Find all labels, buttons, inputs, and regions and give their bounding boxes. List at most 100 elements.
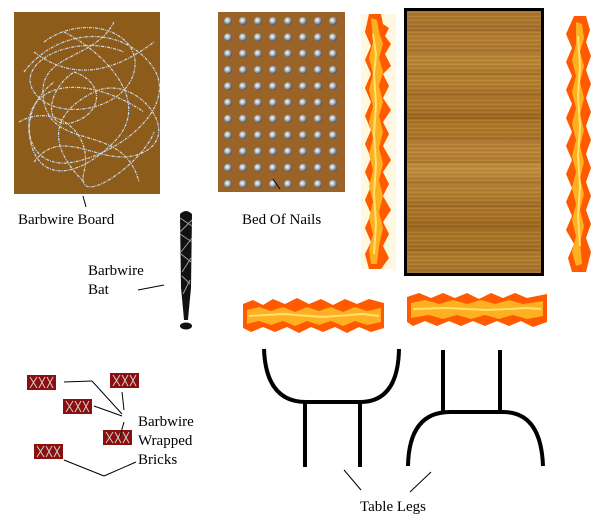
nail [284, 49, 292, 58]
nail [254, 147, 262, 156]
nail [254, 65, 262, 74]
nail [314, 82, 322, 91]
nail [299, 163, 307, 172]
nail [314, 131, 322, 140]
nail [269, 98, 277, 107]
nail [284, 180, 292, 188]
nail [239, 17, 247, 25]
nail [314, 65, 322, 74]
nail [239, 163, 247, 172]
nail [254, 114, 262, 123]
nail [224, 49, 232, 58]
nail [329, 49, 337, 58]
nail [314, 180, 322, 188]
nail [224, 65, 232, 74]
nail [224, 17, 232, 25]
nail [269, 147, 277, 156]
nail [269, 114, 277, 123]
table-legs-label: Table Legs [360, 499, 427, 515]
nail [269, 17, 277, 25]
nail [254, 17, 262, 25]
nail [329, 147, 337, 156]
nail [329, 17, 337, 25]
nail [329, 65, 337, 74]
nail [314, 114, 322, 123]
nail [329, 131, 337, 140]
nail [299, 147, 307, 156]
table-leg-left-curve [262, 348, 401, 404]
bricks-label-line3: Bricks [138, 452, 178, 468]
nail [299, 180, 307, 188]
nail [269, 65, 277, 74]
fire-strip-bottom-left [243, 296, 384, 335]
brick-sprite-2 [110, 373, 139, 388]
nail [329, 33, 337, 42]
nail [299, 98, 307, 107]
fire-strip-left [361, 14, 396, 269]
fire-strip-right [560, 16, 595, 272]
nail [254, 131, 262, 140]
barbwire-board-sprite [14, 12, 160, 194]
nail [299, 82, 307, 91]
nail [329, 163, 337, 172]
nail [299, 131, 307, 140]
nail [299, 17, 307, 25]
nail [284, 131, 292, 140]
nail [314, 33, 322, 42]
nail [254, 49, 262, 58]
nail [269, 131, 277, 140]
barbwire-bat-label-line1: Barbwire [88, 263, 144, 279]
nail [254, 33, 262, 42]
table-leg-right-curve [406, 410, 545, 467]
nail [329, 82, 337, 91]
nail [224, 114, 232, 123]
nail [239, 180, 247, 188]
nail [284, 82, 292, 91]
fire-strip-bottom-right [407, 291, 547, 329]
nail [239, 49, 247, 58]
nail [314, 49, 322, 58]
nail [239, 65, 247, 74]
bed-of-nails-sprite [218, 12, 345, 192]
nail [239, 131, 247, 140]
nail [224, 163, 232, 172]
bricks-label-line2: Wrapped [138, 433, 193, 449]
nail [299, 65, 307, 74]
barbwire-bat-sprite [179, 211, 193, 330]
nail [254, 98, 262, 107]
nail [224, 180, 232, 188]
brick-sprite-5 [34, 444, 63, 459]
bricks-label-line1: Barbwire [138, 414, 194, 430]
nail [224, 147, 232, 156]
bed-of-nails-label: Bed Of Nails [242, 212, 322, 228]
brick-sprite-3 [63, 399, 92, 414]
nail [269, 82, 277, 91]
nail [239, 114, 247, 123]
barbwire-board-label: Barbwire Board [18, 212, 115, 228]
nail [284, 163, 292, 172]
nail [269, 49, 277, 58]
brick-sprite-1 [27, 375, 56, 390]
nail [284, 33, 292, 42]
nail [239, 82, 247, 91]
nail [329, 180, 337, 188]
nail [224, 98, 232, 107]
nail [254, 82, 262, 91]
nail [254, 163, 262, 172]
nail [239, 33, 247, 42]
nail [314, 17, 322, 25]
nail [299, 114, 307, 123]
nail [284, 114, 292, 123]
nail [269, 33, 277, 42]
nail [254, 180, 262, 188]
nail [299, 33, 307, 42]
nail [224, 33, 232, 42]
nail [329, 114, 337, 123]
nail [239, 147, 247, 156]
nail [224, 82, 232, 91]
